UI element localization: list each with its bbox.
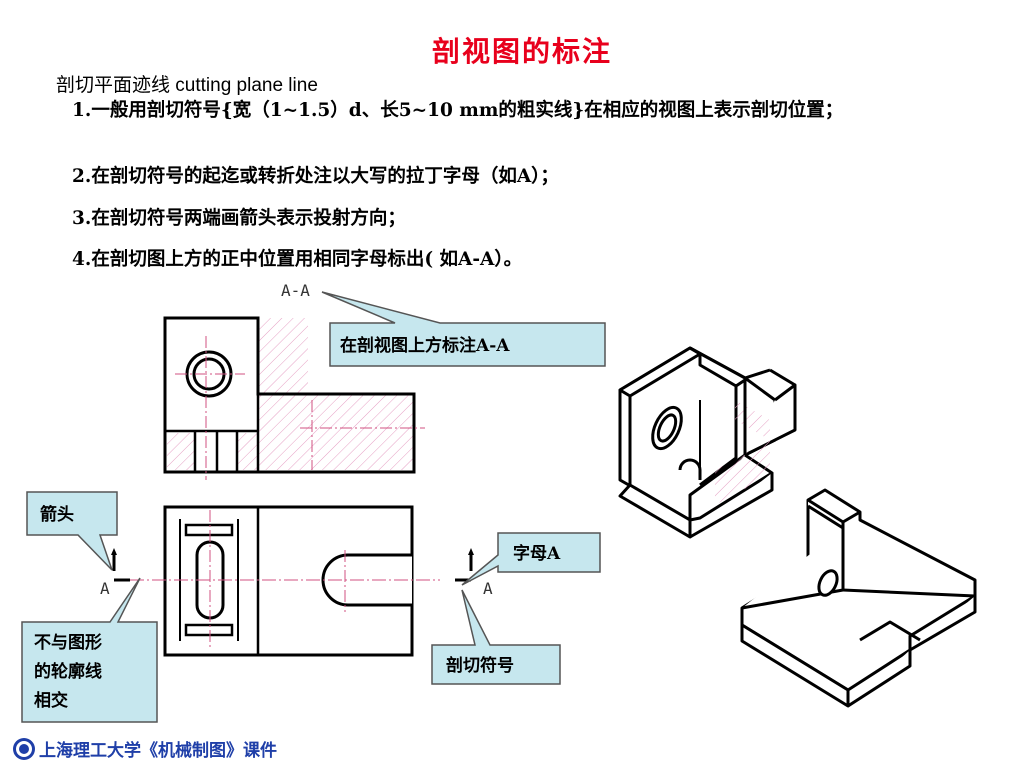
- rule-2: 2.在剖切符号的起迄或转折处注以大写的拉丁字母（如A）；: [72, 166, 559, 187]
- rule-3: 3.在剖切符号两端画箭头表示投射方向；: [72, 208, 406, 229]
- hatch-area-arm: [308, 394, 414, 470]
- section-title-label: A-A: [281, 281, 310, 300]
- page-title: 剖视图的标注: [431, 35, 612, 68]
- isometric-section-part: [618, 346, 797, 539]
- callout-letter-a: 字母A: [461, 532, 601, 586]
- top-view: [130, 505, 440, 657]
- hatch-area-base: [237, 433, 258, 470]
- callout-annotate-top-text: 在剖视图上方标注A-A: [340, 335, 510, 356]
- university-logo-icon: [13, 737, 35, 760]
- callout-no-intersect-line-2: 的轮廓线: [34, 661, 102, 682]
- callout-no-intersect: 不与图形 的轮廓线 相交: [21, 577, 158, 723]
- section-letter-left: A: [100, 579, 110, 598]
- subtitle-cutting-plane-line: 剖切平面迹线 cutting plane line: [56, 75, 318, 96]
- footer-text: 上海理工大学《机械制图》课件: [39, 741, 277, 761]
- callout-cut-symbol-text: 剖切符号: [446, 655, 514, 676]
- rule-4: 4.在剖切图上方的正中位置用相同字母标出( 如A-A）。: [72, 249, 523, 270]
- callout-annotate-top: 在剖视图上方标注A-A: [321, 291, 606, 367]
- footer: 上海理工大学《机械制图》课件: [12, 736, 277, 761]
- cutting-symbol-right: A: [455, 548, 493, 598]
- section-view-front: [163, 316, 425, 480]
- cutting-symbol-left: A: [100, 548, 130, 598]
- isometric-cut-part: [740, 488, 977, 708]
- callout-no-intersect-line-1: 不与图形: [34, 632, 102, 653]
- callout-cut-symbol: 剖切符号: [431, 589, 561, 685]
- callout-arrow: 箭头: [26, 491, 118, 571]
- hatch-area-left: [167, 433, 194, 470]
- rule-1: 1.一般用剖切符号{宽（1~1.5）d、长5~10 mm的粗实线}在相应的视图上…: [72, 100, 844, 121]
- callout-arrow-text: 箭头: [40, 504, 74, 525]
- callout-letter-a-text: 字母A: [513, 543, 561, 564]
- section-letter-right: A: [483, 579, 493, 598]
- callout-no-intersect-line-3: 相交: [34, 690, 68, 711]
